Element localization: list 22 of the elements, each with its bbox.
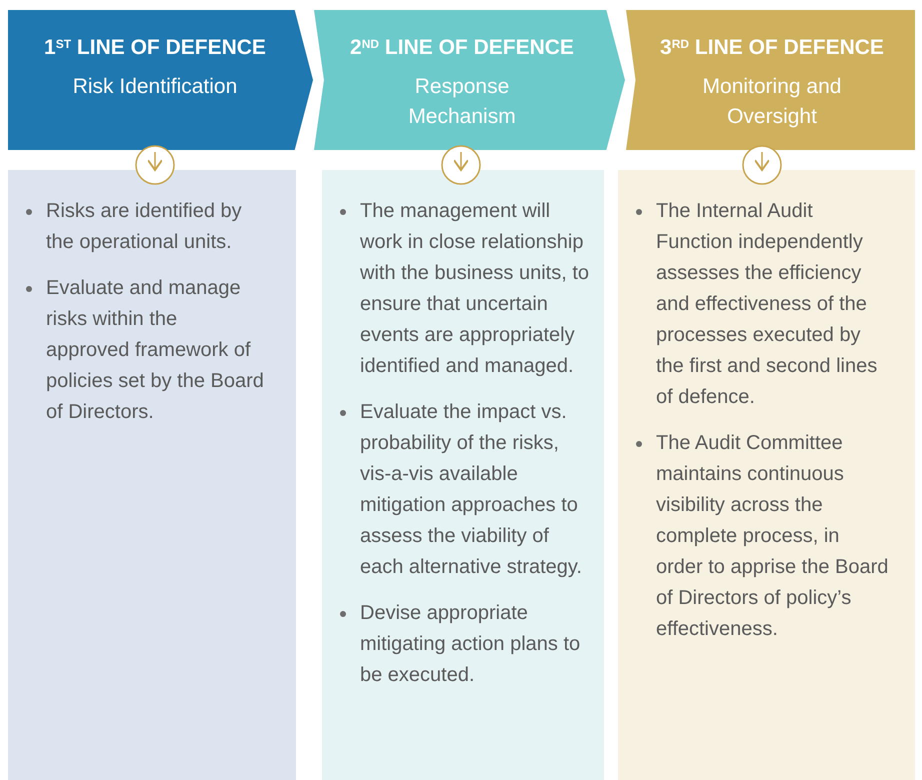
bullet-text: Risks are identified by the operational units. bbox=[46, 199, 243, 255]
chevron-header bbox=[626, 10, 915, 150]
header-title: Response Mechanism bbox=[407, 74, 517, 130]
bullet-text: The Audit Committee maintains continuous visibility across the complete process, in order to apprise the Board of Directors of policy’s effectiveness. bbox=[656, 431, 890, 642]
bullet-text: Evaluate the impact vs. probability of the risks, vis-a-vis available mitigation approaches to assess the viability of each alternative strategy. bbox=[360, 400, 583, 580]
content-panel bbox=[322, 170, 604, 780]
arrow bbox=[147, 152, 163, 171]
header-title: Risk Identification bbox=[72, 74, 238, 100]
header-label: 2$^{ND}$ LINE OF DEFENCE bbox=[350, 35, 574, 61]
content-panel bbox=[618, 170, 915, 780]
bullet-text: The Internal Audit Function independently assesses the efficiency and effectiveness of the processes executed by the first and second lines of defence. bbox=[656, 199, 878, 410]
header-label: 3$^{RD}$ LINE OF DEFENCE bbox=[660, 35, 884, 61]
bullet-text: Evaluate and manage risks within the approved framework of policies set by the Board of Directors. bbox=[46, 276, 265, 425]
chevron-header bbox=[314, 10, 625, 150]
arrow bbox=[453, 152, 469, 171]
content-panel bbox=[8, 170, 296, 780]
arrow bbox=[754, 152, 770, 171]
bullet-text: The management will work in close relationship with the business units, to ensure that uncertain events are appropriately identified and managed. bbox=[360, 199, 590, 379]
header-title: Monitoring and Oversight bbox=[702, 74, 842, 130]
header-label: 1$^{ST}$ LINE OF DEFENCE bbox=[44, 35, 266, 61]
chevron-header bbox=[8, 10, 313, 150]
bullet-text: Devise appropriate mitigating action plans to be executed. bbox=[360, 601, 582, 688]
